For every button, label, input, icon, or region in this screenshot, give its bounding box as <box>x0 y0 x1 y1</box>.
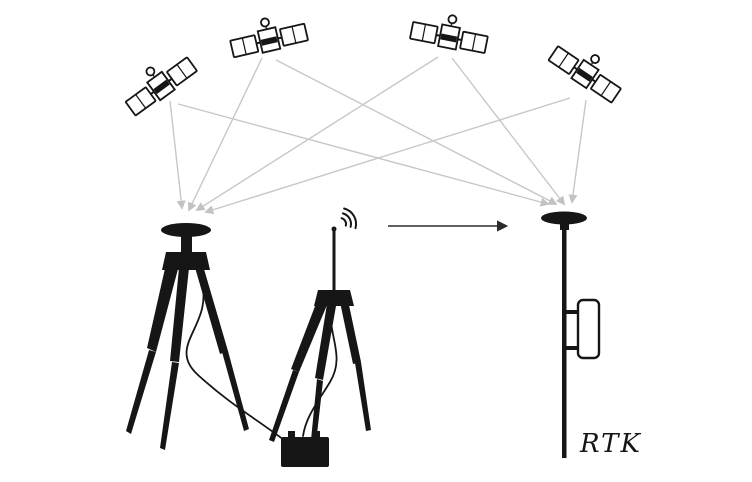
gnss-signal-lines <box>169 56 587 215</box>
gnss-signal-line <box>451 57 566 206</box>
rtk-rover-pole: RTK <box>541 211 642 459</box>
satellite-icon <box>408 7 492 57</box>
satellite-icon <box>226 9 310 61</box>
gnss-signal-line <box>188 57 263 212</box>
tripod-leg <box>170 268 189 362</box>
gnss-signal-line <box>177 103 550 207</box>
radio-waves-icon <box>340 207 358 230</box>
rtk-label: RTK <box>579 429 642 459</box>
gnss-signal-line <box>568 99 587 204</box>
tripod-leg <box>291 301 327 372</box>
gnss-signal-line <box>204 97 571 215</box>
tripod-leg <box>269 370 299 442</box>
gnss-signal-line <box>195 56 439 211</box>
battery-box <box>281 431 329 467</box>
antenna-mount <box>560 222 569 230</box>
antenna-cable <box>185 279 285 441</box>
gnss-signal-line <box>275 59 558 205</box>
controller-bracket <box>565 310 579 314</box>
tripod-leg <box>160 362 179 450</box>
rover-antenna-disc <box>541 211 587 225</box>
gnss-antenna-disc <box>161 223 211 237</box>
tripod-head <box>162 252 210 270</box>
tripod-leg <box>194 264 228 354</box>
tripod-leg <box>340 302 361 364</box>
tripod-leg <box>355 362 371 431</box>
antenna-mount <box>181 235 192 254</box>
radio-transmitter-tripod <box>269 207 371 467</box>
controller-bracket <box>565 346 579 350</box>
satellites-group <box>116 7 630 119</box>
gnss-signal-line <box>169 100 186 210</box>
tripod-leg <box>147 264 178 352</box>
tripod-leg <box>222 351 249 431</box>
power-cable <box>302 295 338 437</box>
tripod-leg <box>126 350 156 434</box>
base-station-tripod <box>126 223 285 450</box>
rover-controller <box>576 298 601 360</box>
satellite-icon <box>546 33 630 106</box>
rover-pole <box>562 228 567 458</box>
